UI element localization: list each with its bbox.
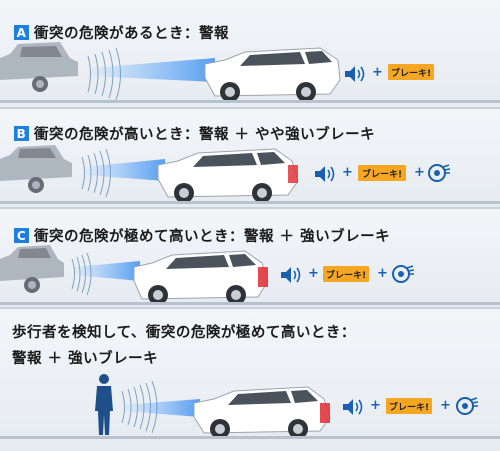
brake-label: ブレーキ! xyxy=(388,64,434,80)
divider xyxy=(0,107,500,109)
car-icon xyxy=(133,250,269,305)
badge-b: B xyxy=(14,126,29,141)
panel-b: B 衝突の危険が高いとき：警報 ＋ やや強いブレーキ xyxy=(0,109,500,208)
speaker-icon xyxy=(345,66,365,82)
panel-a: A 衝突の危険があるとき：警報 xyxy=(0,0,500,109)
brake-label: ブレーキ! xyxy=(386,398,432,414)
pedestrian-icon xyxy=(95,374,113,435)
speaker-icon xyxy=(343,399,363,415)
panel-b-title: B 衝突の危険が高いとき：警報 ＋ やや強いブレーキ xyxy=(14,123,375,144)
speaker-icon xyxy=(315,166,335,182)
plus-sign: + xyxy=(440,398,451,413)
road xyxy=(0,201,500,204)
scene-b xyxy=(0,145,500,204)
divider xyxy=(0,207,500,209)
scene-a xyxy=(0,42,500,103)
road xyxy=(0,436,500,439)
plus-sign: + xyxy=(414,165,425,180)
plus-sign: + xyxy=(342,165,353,180)
pedestrian-title-line2: 警報 ＋ 強いブレーキ xyxy=(12,351,159,367)
badge-c: C xyxy=(14,228,29,243)
plus-sign: + xyxy=(308,266,319,281)
brake-label: ブレーキ! xyxy=(323,266,369,282)
panel-c: C 衝突の危険が極めて高いとき：警報 ＋ 強いブレーキ xyxy=(0,209,500,308)
brake-disc-icon xyxy=(392,265,414,283)
road xyxy=(0,302,500,305)
scene-c xyxy=(0,245,500,305)
panel-pedestrian: 歩行者を検知して、衝突の危険が極めて高いとき： 警報 ＋ 強いブレーキ xyxy=(0,309,500,451)
brake-label: ブレーキ! xyxy=(358,165,406,181)
badge-a: A xyxy=(14,25,29,40)
car-icon xyxy=(157,148,299,203)
car-icon xyxy=(0,42,78,92)
pedestrian-title-line1: 歩行者を検知して、衝突の危険が極めて高いとき： xyxy=(12,325,356,341)
brake-disc-icon xyxy=(456,397,478,415)
road xyxy=(0,100,500,103)
scene-pedestrian xyxy=(0,374,500,439)
plus-sign: + xyxy=(377,266,388,281)
speaker-icon xyxy=(281,267,301,283)
plus-sign: + xyxy=(370,398,381,413)
car-icon xyxy=(0,145,72,193)
plus-sign: + xyxy=(372,65,383,80)
brake-disc-icon xyxy=(428,164,450,182)
panel-a-title: A 衝突の危険があるとき：警報 xyxy=(14,22,229,43)
car-icon xyxy=(193,386,331,439)
panel-c-title: C 衝突の危険が極めて高いとき：警報 ＋ 強いブレーキ xyxy=(14,225,390,246)
car-icon xyxy=(204,47,341,102)
car-icon xyxy=(0,245,64,293)
divider xyxy=(0,307,500,309)
